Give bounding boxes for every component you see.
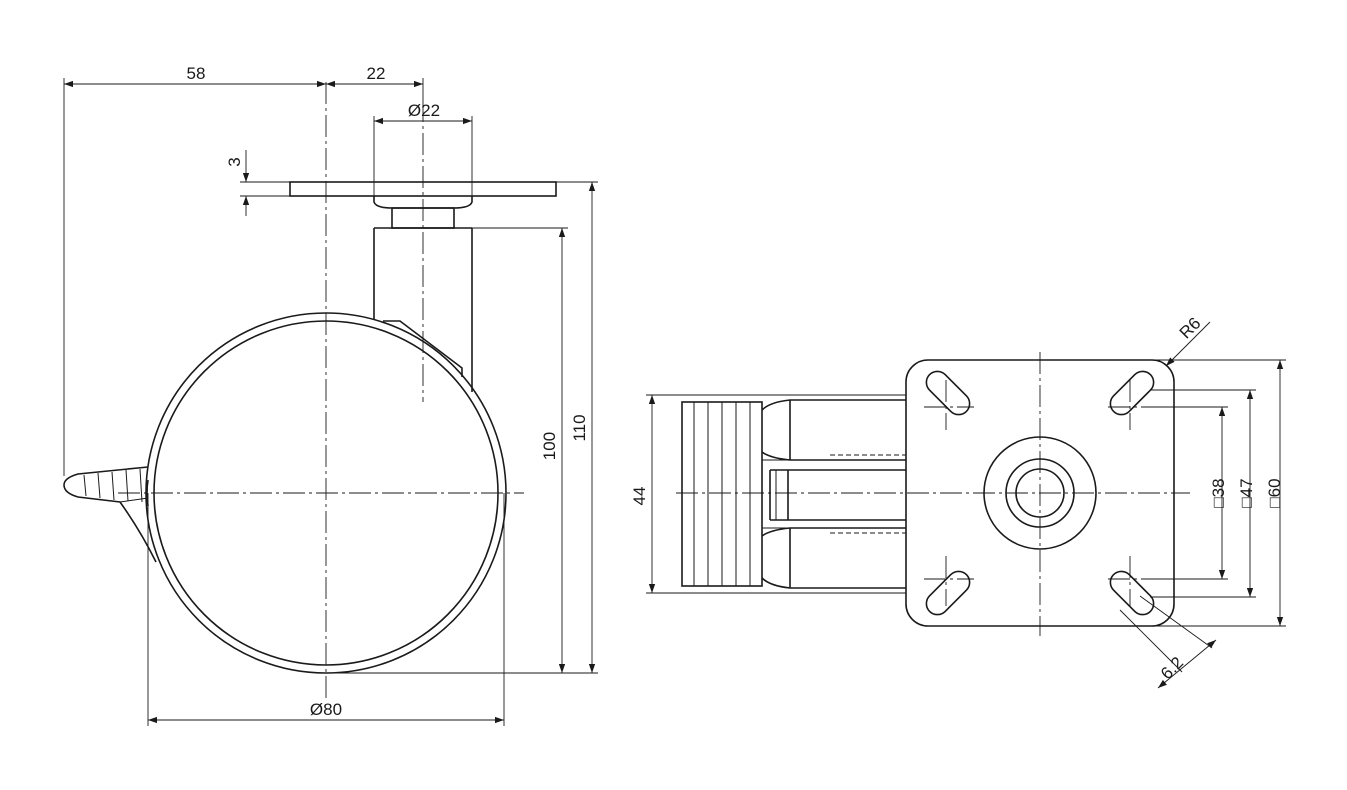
fork-hidden-details xyxy=(830,454,906,534)
dim-value-38: 38 xyxy=(1209,478,1228,497)
square-symbol: □ xyxy=(1265,497,1284,507)
dim-label-22: 22 xyxy=(367,64,386,83)
dim-label-100: 100 xyxy=(540,432,559,460)
slot-bottom-right xyxy=(1109,570,1155,616)
diameter-symbol: Ø xyxy=(310,700,323,719)
dim-line-slot xyxy=(1157,639,1217,689)
fork-lip-lines xyxy=(762,459,906,529)
fork-arm-top xyxy=(761,399,906,461)
side-view: 58 22 Ø22 3 100 110 Ø80 xyxy=(63,64,598,726)
fork-center-hub xyxy=(769,469,906,521)
slot-top-left xyxy=(925,370,971,416)
dim-label-stem-dia: Ø22 xyxy=(408,101,440,120)
top-view: 44 R6 □38 □47 □60 6.2 xyxy=(630,314,1286,689)
brake-lever-grip xyxy=(83,468,149,503)
dim-label-3: 3 xyxy=(225,157,244,166)
ext-slot-b xyxy=(1139,595,1213,649)
dim-label-58: 58 xyxy=(187,64,206,83)
dim-label-110: 110 xyxy=(570,414,589,441)
square-symbol: □ xyxy=(1209,497,1228,507)
dim-value-stem-dia: 22 xyxy=(421,101,440,120)
dim-label-47: □47 xyxy=(1237,478,1256,507)
dim-value-47: 47 xyxy=(1237,478,1256,497)
dim-label-wheel-dia: Ø80 xyxy=(310,700,342,719)
dim-value-wheel-dia: 80 xyxy=(323,700,342,719)
tread-lines xyxy=(693,402,751,586)
diameter-symbol: Ø xyxy=(408,101,421,120)
fork-arm-bottom xyxy=(761,527,906,589)
fork-cover xyxy=(383,320,463,377)
brake-lever xyxy=(63,466,157,563)
dim-label-38: □38 xyxy=(1209,478,1228,507)
leader-r6 xyxy=(1165,321,1211,367)
dim-label-60: □60 xyxy=(1265,478,1284,507)
dim-label-r6: R6 xyxy=(1176,314,1205,343)
square-symbol: □ xyxy=(1237,497,1256,507)
dim-label-slot: 6.2 xyxy=(1157,653,1187,683)
dim-label-44: 44 xyxy=(630,487,649,506)
slot-top-right xyxy=(1109,370,1155,416)
dim-value-60: 60 xyxy=(1265,478,1284,497)
slot-bottom-left xyxy=(925,570,971,616)
